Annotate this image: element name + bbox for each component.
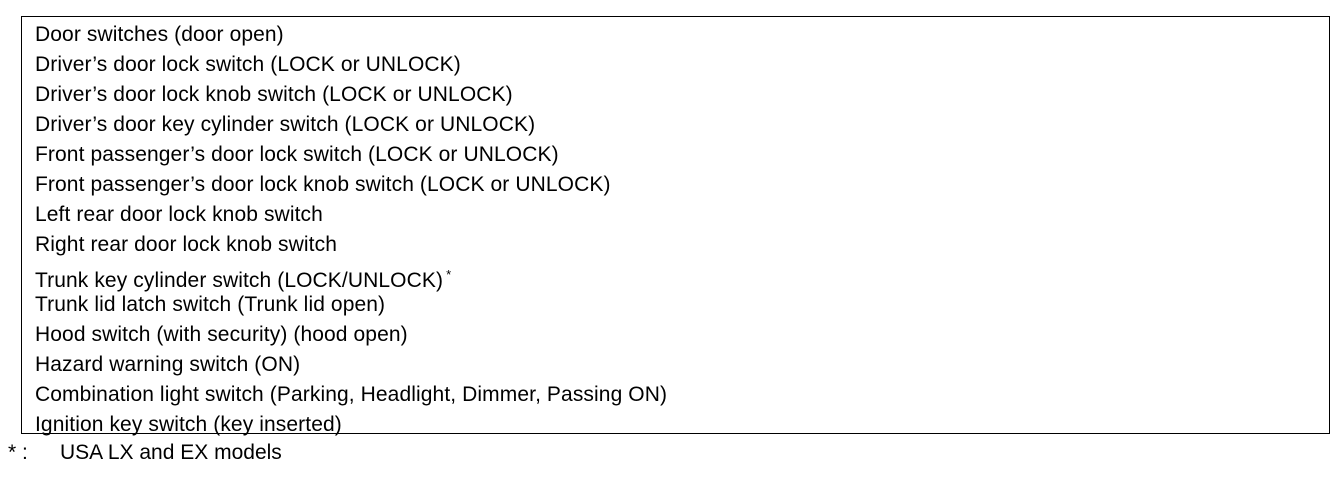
switch-item-passenger-door-lock: Front passenger’s door lock switch (LOCK…	[35, 143, 559, 166]
switch-item-passenger-lock-knob: Front passenger’s door lock knob switch …	[35, 173, 611, 196]
switch-item-hazard-warning: Hazard warning switch (ON)	[35, 353, 301, 376]
footnote-reference-mark: *	[446, 267, 452, 282]
switch-item-hood-switch: Hood switch (with security) (hood open)	[35, 323, 408, 346]
switch-item-driver-key-cylinder: Driver’s door key cylinder switch (LOCK …	[35, 113, 536, 136]
switch-item-ignition-key: Ignition key switch (key inserted)	[35, 413, 342, 436]
switch-item-left-rear-knob: Left rear door lock knob switch	[35, 203, 323, 226]
switch-item-trunk-key-cylinder: Trunk key cylinder switch (LOCK/UNLOCK)*	[35, 260, 1329, 292]
switch-list-box: Door switches (door open) Driver’s door …	[21, 16, 1330, 436]
footnote-symbol: * :	[8, 441, 28, 464]
footnote: * : USA LX and EX models	[8, 438, 282, 468]
footnote-text: USA LX and EX models	[60, 441, 282, 464]
switch-item-driver-lock-knob: Driver’s door lock knob switch (LOCK or …	[35, 83, 513, 106]
switch-item-right-rear-knob: Right rear door lock knob switch	[35, 233, 337, 256]
switch-item-trunk-lid-latch: Trunk lid latch switch (Trunk lid open)	[35, 293, 386, 316]
switch-item-door-switches: Door switches (door open)	[35, 23, 284, 46]
switch-item-driver-door-lock: Driver’s door lock switch (LOCK or UNLOC…	[35, 53, 461, 76]
switch-item-trunk-key-cylinder-label: Trunk key cylinder switch (LOCK/UNLOCK)	[35, 269, 444, 292]
switch-item-combination-light: Combination light switch (Parking, Headl…	[35, 383, 668, 406]
